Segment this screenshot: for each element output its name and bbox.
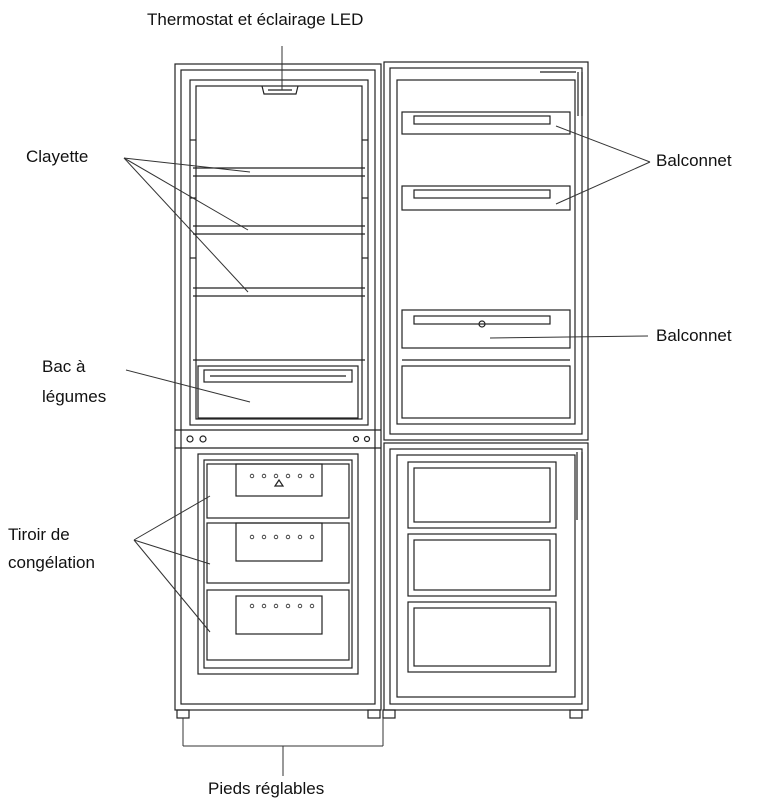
- cabinet-body: [174, 63, 382, 711]
- label-balconnet-bottom: Balconnet: [656, 326, 732, 345]
- label-bac-line2: légumes: [42, 387, 107, 406]
- feet: [176, 709, 583, 719]
- leader-lines: [123, 46, 651, 776]
- shelves: [190, 139, 368, 297]
- label-bac-line1: Bac à: [42, 357, 86, 376]
- drawer-dots: [249, 473, 315, 609]
- label-balconnet-top: Balconnet: [656, 151, 732, 170]
- door-balconies: [401, 111, 571, 419]
- upper-door: [383, 61, 589, 441]
- control-strip: [186, 435, 371, 443]
- fridge-compartment: [189, 79, 369, 426]
- label-clayette: Clayette: [26, 147, 89, 166]
- label-pieds: Pieds réglables: [208, 779, 325, 798]
- crisper-drawer: [193, 359, 365, 419]
- freezer-drawers: [206, 463, 350, 661]
- label-thermostat: Thermostat et éclairage LED: [147, 10, 364, 29]
- freezer-compartment: [197, 453, 359, 675]
- lower-door: [383, 442, 589, 711]
- label-tiroir-line2: congélation: [8, 553, 95, 572]
- label-tiroir-line1: Tiroir de: [8, 525, 70, 544]
